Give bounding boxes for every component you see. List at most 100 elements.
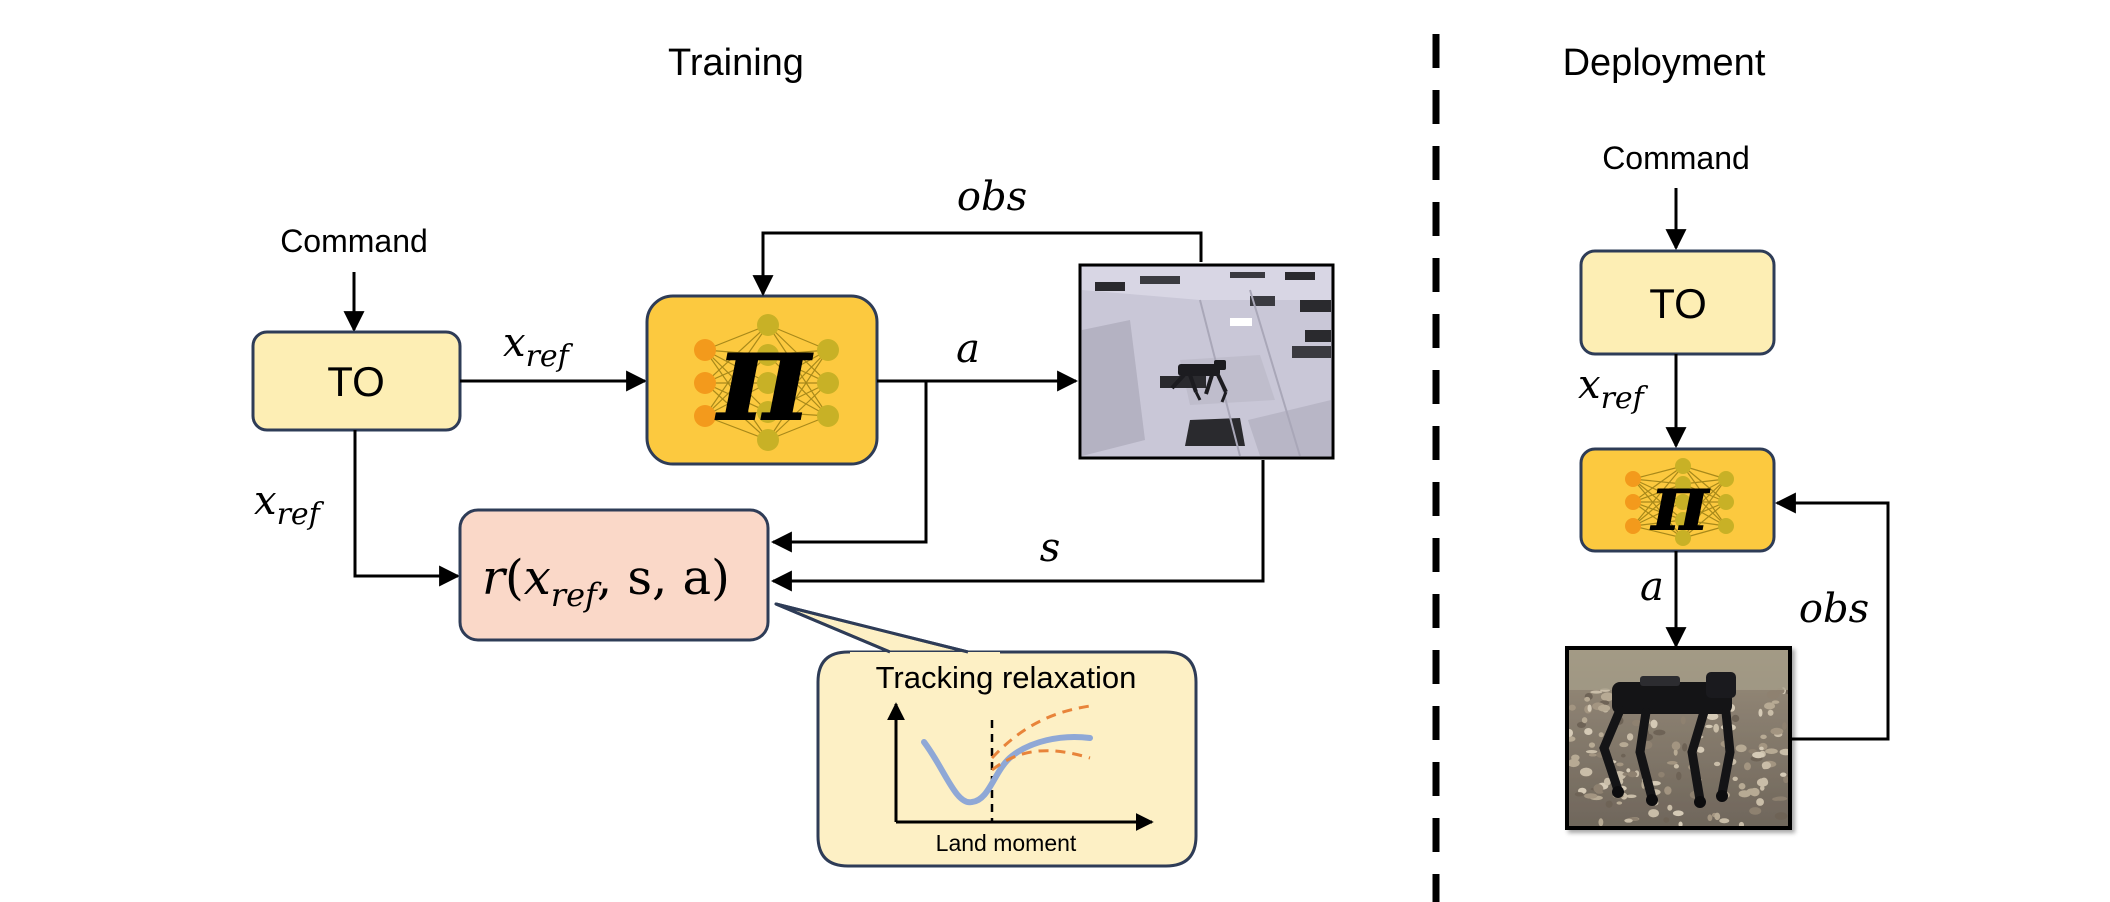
- reward-function: r(xref, s, a): [482, 550, 730, 614]
- neural-network-icon: [694, 314, 839, 451]
- nn-edge: [704, 382, 769, 441]
- nn-edge: [767, 324, 829, 384]
- pebble: [1765, 748, 1778, 755]
- pebble: [1761, 761, 1771, 770]
- nn-edge: [1632, 501, 1684, 521]
- pebble: [1780, 772, 1787, 777]
- pebble: [1782, 722, 1787, 730]
- nn-neuron: [694, 405, 716, 427]
- pebble: [1763, 702, 1776, 710]
- pebble: [1732, 776, 1738, 781]
- nn-edge: [1632, 478, 1684, 485]
- pebble: [1588, 742, 1596, 748]
- nn-edge: [767, 382, 829, 441]
- state-label: s: [1040, 525, 1061, 571]
- nn-edge: [704, 354, 769, 417]
- pebble: [1667, 804, 1673, 811]
- nn-edge: [767, 354, 829, 417]
- pebble: [1626, 794, 1637, 798]
- nn-neuron: [1718, 471, 1734, 487]
- pebble: [1676, 771, 1682, 781]
- pebble: [1648, 809, 1660, 818]
- pebble: [1588, 753, 1597, 757]
- xref-label-top: xref: [503, 320, 574, 374]
- pebble: [1579, 767, 1593, 777]
- training-to-label: TO: [327, 358, 385, 405]
- training-to-block: TO: [251, 330, 462, 432]
- deployment-title: Deployment: [1563, 42, 1766, 84]
- pebble: [1785, 689, 1788, 695]
- nn-edge: [767, 382, 829, 413]
- pebble: [1773, 796, 1788, 801]
- pebble: [1584, 696, 1591, 702]
- pebble: [1673, 749, 1678, 756]
- neural-network-icon: [1625, 458, 1734, 546]
- pebble: [1719, 818, 1730, 824]
- pebble: [1783, 776, 1788, 784]
- nn-edge: [704, 324, 769, 384]
- nn-edge: [704, 324, 769, 417]
- training-title: Training: [668, 42, 804, 84]
- nn-neuron: [1675, 458, 1691, 474]
- nn-neuron: [1675, 512, 1691, 528]
- nn-neuron: [817, 339, 839, 361]
- pebble: [1758, 708, 1763, 717]
- robot-sim-icon: [1078, 263, 1335, 460]
- nn-edge: [1632, 501, 1684, 539]
- nn-neuron: [757, 401, 779, 423]
- nn-edge: [1632, 478, 1684, 539]
- upper-bound-curve: [990, 704, 1091, 760]
- nn-neuron: [757, 429, 779, 451]
- pebble: [1731, 714, 1740, 723]
- nn-edge: [1632, 465, 1684, 503]
- relaxation-title: Tracking relaxation: [876, 660, 1137, 695]
- pebble: [1616, 762, 1624, 767]
- nn-edge: [1632, 483, 1684, 527]
- deploy-obs-arrow: [1774, 492, 1890, 741]
- pebble: [1576, 721, 1586, 729]
- nn-edge: [767, 382, 829, 417]
- pebble: [1671, 741, 1681, 751]
- pebble: [1666, 761, 1678, 765]
- pebble: [1597, 704, 1611, 712]
- nn-edge: [704, 415, 769, 441]
- nn-neuron: [757, 344, 779, 366]
- lower-bound-curve: [991, 749, 1091, 772]
- pebble: [1619, 742, 1629, 748]
- nn-neuron: [1625, 494, 1641, 510]
- pebble: [1624, 818, 1633, 823]
- pebble: [1759, 746, 1764, 751]
- training-policy-symbol: π: [713, 298, 814, 451]
- pebble: [1696, 746, 1705, 753]
- pebble: [1672, 810, 1684, 817]
- pebble: [1626, 768, 1631, 773]
- nn-edge: [704, 354, 769, 384]
- pebble: [1584, 728, 1593, 736]
- deployment-command-label: Command: [1602, 140, 1750, 176]
- pebble: [1616, 801, 1623, 805]
- nn-neuron: [1675, 494, 1691, 510]
- pebble: [1650, 719, 1658, 729]
- nn-edge: [1682, 478, 1727, 521]
- nn-edge: [1682, 465, 1727, 527]
- nn-edge: [704, 324, 769, 351]
- pebble: [1620, 753, 1626, 758]
- pebble: [1743, 762, 1751, 771]
- deploy-xref-label: xref: [1578, 362, 1649, 416]
- pebble: [1590, 690, 1603, 694]
- nn-edge: [1632, 483, 1684, 503]
- nn-neuron: [694, 372, 716, 394]
- nn-edge: [1632, 478, 1684, 503]
- nn-edge: [1632, 525, 1684, 539]
- pebble: [1571, 754, 1580, 761]
- nn-edge: [767, 324, 829, 417]
- nn-edge: [1682, 501, 1727, 539]
- deployment-policy-symbol: π: [1649, 455, 1711, 549]
- training-command-label: Command: [280, 223, 428, 259]
- pebble: [1759, 785, 1765, 791]
- nn-edge: [1632, 478, 1684, 521]
- pebble: [1626, 733, 1634, 741]
- pebble: [1664, 786, 1672, 795]
- nn-neuron: [1675, 530, 1691, 546]
- pebble: [1598, 732, 1604, 738]
